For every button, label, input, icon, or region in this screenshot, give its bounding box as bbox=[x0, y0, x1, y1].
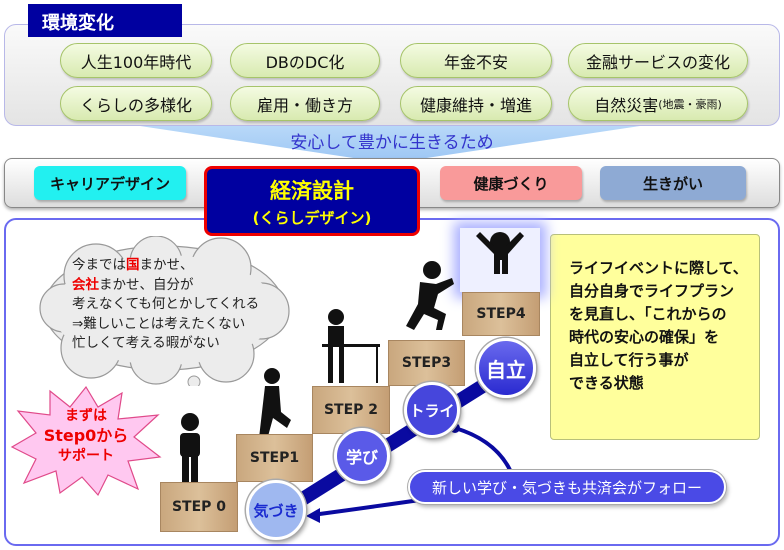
category-economy: 経済設計 (くらしデザイン) bbox=[204, 166, 420, 236]
goal-note: ライフイベントに際して、 自分自身でライフプラン を見直し、「これからの 時代の… bbox=[550, 234, 760, 440]
burst-line: まずは bbox=[65, 408, 107, 424]
thought-line: 忙しくて考える暇がない bbox=[72, 335, 220, 351]
starburst-text: まずは Step0から サポート bbox=[10, 406, 162, 466]
thought-cloud bbox=[39, 236, 290, 386]
thought-line: ⇒難しいことは考えたくない bbox=[72, 315, 246, 332]
thought-line: 今までは bbox=[72, 257, 126, 273]
follow-label: 新しい学び・気づきも共済会がフォロー bbox=[408, 470, 726, 504]
step-3: STEP3 bbox=[388, 340, 465, 386]
thought-line: まかせ、自分が bbox=[99, 276, 194, 293]
env-item-label: 自然災害 bbox=[594, 95, 659, 115]
thought-line: まかせ、 bbox=[139, 257, 194, 273]
step-1: STEP1 bbox=[236, 434, 313, 482]
thought-line: 考えなくても何とかしてくれる bbox=[72, 296, 260, 312]
thought-highlight: 会社 bbox=[72, 276, 99, 293]
burst-line: Step0から bbox=[43, 426, 129, 445]
env-item: 年金不安 bbox=[400, 43, 552, 78]
env-item: DBのDC化 bbox=[230, 43, 380, 78]
economy-title: 経済設計 bbox=[270, 179, 354, 203]
economy-subtitle: (くらしデザイン) bbox=[252, 209, 372, 227]
note-line: ライフイベントに際して、 bbox=[569, 259, 748, 277]
thought-text: 今までは国まかせ、 会社まかせ、自分が 考えなくても何とかしてくれる ⇒難しいこ… bbox=[72, 256, 259, 354]
burst-line: サポート bbox=[58, 448, 114, 464]
note-line: 自立して行う事が bbox=[569, 351, 689, 369]
note-line: できる状態 bbox=[569, 374, 644, 392]
category-purpose: 生きがい bbox=[600, 166, 746, 200]
stage-independence: 自立 bbox=[476, 338, 536, 398]
env-item: 雇用・働き方 bbox=[230, 86, 380, 121]
env-item: 人生100年時代 bbox=[60, 43, 212, 78]
env-item: くらしの多様化 bbox=[60, 86, 212, 121]
starburst bbox=[10, 385, 162, 497]
env-item: 金融サービスの変化 bbox=[568, 43, 748, 78]
category-health: 健康づくり bbox=[440, 166, 582, 200]
note-line: 時代の安心の確保」を bbox=[569, 328, 720, 346]
env-item: 自然災害(地震・豪雨) bbox=[568, 86, 748, 121]
env-item: 健康維持・増進 bbox=[400, 86, 552, 121]
env-item-note: (地震・豪雨) bbox=[658, 97, 722, 111]
step-0: STEP 0 bbox=[160, 482, 238, 532]
category-career: キャリアデザイン bbox=[34, 166, 186, 200]
thought-highlight: 国 bbox=[126, 257, 140, 273]
step-2: STEP 2 bbox=[312, 386, 390, 434]
environment-title: 環境変化 bbox=[28, 4, 182, 37]
stage-try: トライ bbox=[404, 382, 460, 438]
stage-awareness: 気づき bbox=[246, 480, 306, 540]
step-4: STEP4 bbox=[462, 292, 540, 336]
note-line: を見直し、「これからの bbox=[569, 305, 727, 323]
stage-learning: 学び bbox=[334, 428, 390, 484]
funnel-text: 安心して豊かに生きるため bbox=[290, 133, 494, 153]
note-line: 自分自身でライフプラン bbox=[569, 282, 735, 300]
